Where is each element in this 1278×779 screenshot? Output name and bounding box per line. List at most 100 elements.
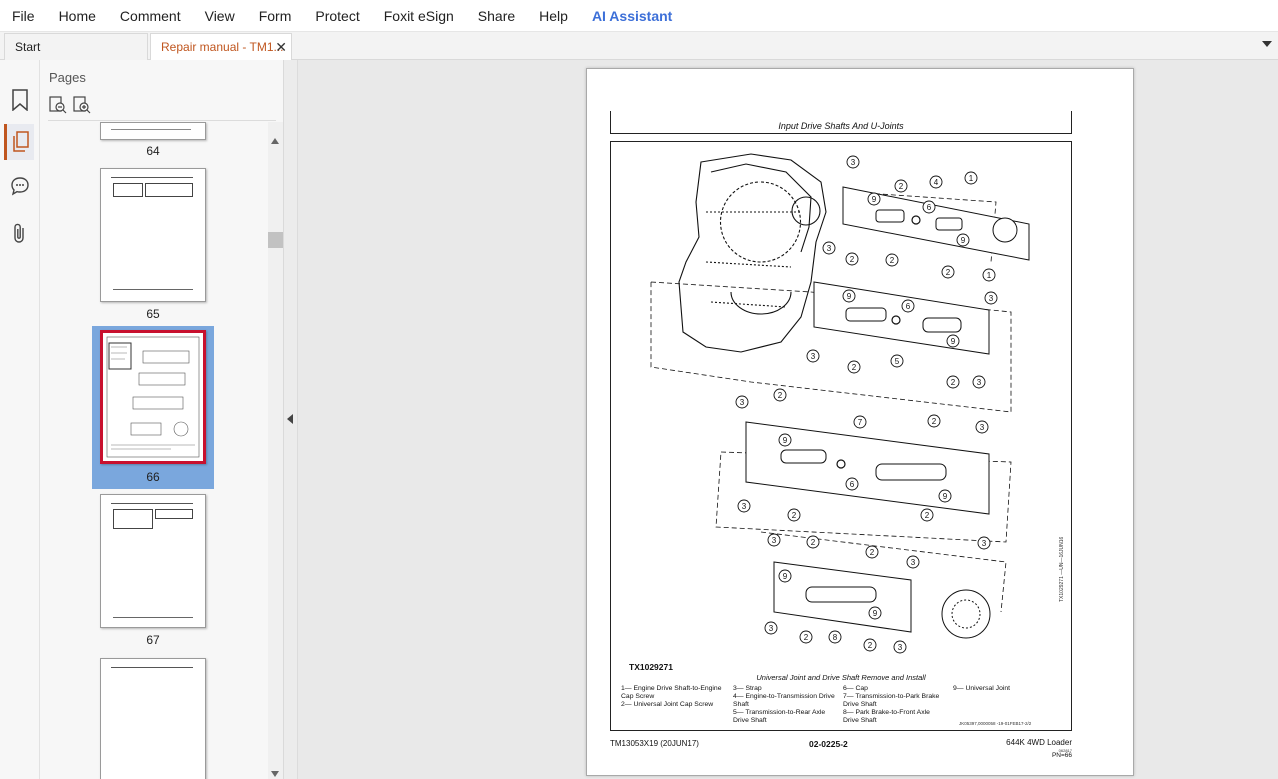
svg-text:3: 3 xyxy=(977,378,982,387)
tab-repair-manual[interactable]: Repair manual - TM1... ✕ xyxy=(150,33,292,61)
legend-item: 1— Engine Drive Shaft-to-Engine xyxy=(621,685,722,692)
callout-6: 6 xyxy=(922,200,936,214)
menu-view[interactable]: View xyxy=(204,7,235,24)
menu-help[interactable]: Help xyxy=(539,7,568,24)
callout-9: 9 xyxy=(938,489,952,503)
legend-column-2: 3— Strap 4— Engine-to-Transmission Drive… xyxy=(733,685,835,725)
legend-item: 4— Engine-to-Transmission Drive xyxy=(733,693,835,700)
page-number-64: 64 xyxy=(146,144,160,158)
callout-4: 4 xyxy=(929,175,943,189)
footer-manual-id: TM13053X19 (20JUN17) xyxy=(610,739,699,748)
section-title-box: Input Drive Shafts And U-Joints xyxy=(610,111,1072,134)
svg-text:9: 9 xyxy=(847,292,852,301)
callout-9: 9 xyxy=(778,433,792,447)
menu-ai-assistant[interactable]: AI Assistant xyxy=(591,7,673,24)
svg-text:2: 2 xyxy=(811,538,816,547)
callout-3: 3 xyxy=(735,395,749,409)
svg-text:2: 2 xyxy=(850,255,855,264)
figure-caption: Universal Joint and Drive Shaft Remove a… xyxy=(756,673,926,682)
comment-icon xyxy=(11,177,29,196)
legend-item: Shaft xyxy=(733,701,749,708)
callout-9: 9 xyxy=(867,192,881,206)
callout-3: 3 xyxy=(822,241,836,255)
menu-file[interactable]: File xyxy=(12,7,35,24)
legend-item: 5— Transmission-to-Rear Axle xyxy=(733,709,826,716)
svg-text:3: 3 xyxy=(769,624,774,633)
scrollbar-thumb[interactable] xyxy=(268,232,283,248)
callout-2: 2 xyxy=(787,508,801,522)
callout-3: 3 xyxy=(806,349,820,363)
comments-button[interactable] xyxy=(5,168,35,204)
svg-text:2: 2 xyxy=(932,417,937,426)
callout-2: 2 xyxy=(806,535,820,549)
panel-separator xyxy=(48,120,276,121)
callout-7: 7 xyxy=(853,415,867,429)
collapse-panel-icon[interactable] xyxy=(287,414,293,424)
pages-button[interactable] xyxy=(4,124,34,160)
menu-home[interactable]: Home xyxy=(58,7,96,24)
close-tab-icon[interactable]: ✕ xyxy=(275,39,287,55)
svg-text:2: 2 xyxy=(925,511,930,520)
svg-text:1: 1 xyxy=(969,174,974,183)
callout-9: 9 xyxy=(778,569,792,583)
svg-text:3: 3 xyxy=(742,502,747,511)
svg-text:1: 1 xyxy=(987,271,992,280)
callout-9: 9 xyxy=(842,289,856,303)
pages-icon xyxy=(12,131,29,152)
svg-text:8: 8 xyxy=(833,633,838,642)
section-title: Input Drive Shafts And U-Joints xyxy=(778,121,904,131)
page-thumbnail-66[interactable] xyxy=(100,330,206,464)
scroll-up-icon[interactable] xyxy=(271,138,279,144)
page-zoom-out-icon[interactable] xyxy=(49,96,67,114)
callout-5: 5 xyxy=(890,354,904,368)
pages-panel: Pages 64 65 xyxy=(40,60,284,779)
menu-protect[interactable]: Protect xyxy=(315,7,360,24)
page-zoom-in-icon[interactable] xyxy=(73,96,91,114)
callout-3: 3 xyxy=(767,533,781,547)
svg-text:2: 2 xyxy=(804,633,809,642)
svg-text:2: 2 xyxy=(778,391,783,400)
tab-start[interactable]: Start xyxy=(4,33,148,61)
menu-comment[interactable]: Comment xyxy=(119,7,181,24)
callout-3: 3 xyxy=(906,555,920,569)
page-thumbnail-64[interactable] xyxy=(100,122,206,140)
callout-3: 3 xyxy=(984,291,998,305)
page-number-65: 65 xyxy=(146,307,160,321)
callout-2: 2 xyxy=(773,388,787,402)
legend-item: 7— Transmission-to-Park Brake xyxy=(843,693,940,700)
callout-2: 2 xyxy=(863,638,877,652)
bookmark-icon xyxy=(12,89,28,111)
svg-text:2: 2 xyxy=(946,268,951,277)
footer-pn: PN=66 xyxy=(1051,752,1072,759)
document-viewport[interactable]: Input Drive Shafts And U-Joints xyxy=(298,60,1278,779)
menu-share[interactable]: Share xyxy=(477,7,516,24)
page-number-66: 66 xyxy=(146,470,160,484)
legend-item: Cap Screw xyxy=(621,693,655,700)
footer-page-code: 02-0225-2 xyxy=(809,739,848,749)
menu-form[interactable]: Form xyxy=(258,7,292,24)
page-number-67: 67 xyxy=(146,633,160,647)
bookmark-button[interactable] xyxy=(5,82,35,118)
pages-scrollbar[interactable] xyxy=(268,122,283,779)
svg-text:2: 2 xyxy=(899,182,904,191)
legend-reference: JK05397,0000058 -19-01FEB17-2/2 xyxy=(959,721,1032,726)
page-thumbnail-65[interactable] xyxy=(100,168,206,302)
legend-item: Drive Shaft xyxy=(843,717,877,724)
svg-text:2: 2 xyxy=(890,256,895,265)
svg-text:3: 3 xyxy=(911,558,916,567)
panel-collapse-strip[interactable] xyxy=(284,60,298,779)
tab-start-label: Start xyxy=(15,40,41,54)
legend-item: 9— Universal Joint xyxy=(953,685,1011,692)
svg-text:3: 3 xyxy=(851,158,856,167)
page-thumbnail-68[interactable] xyxy=(100,658,206,779)
legend-item: 8— Park Brake-to-Front Axle xyxy=(843,709,930,716)
page-thumbnail-67[interactable] xyxy=(100,494,206,628)
tab-list-dropdown-icon[interactable] xyxy=(1262,41,1272,47)
menu-foxit-esign[interactable]: Foxit eSign xyxy=(383,7,454,24)
attachments-button[interactable] xyxy=(5,216,35,252)
svg-text:4: 4 xyxy=(934,178,939,187)
scroll-down-icon[interactable] xyxy=(271,771,279,777)
legend-item: 3— Strap xyxy=(733,685,762,692)
svg-text:9: 9 xyxy=(872,195,877,204)
callout-2: 2 xyxy=(894,179,908,193)
